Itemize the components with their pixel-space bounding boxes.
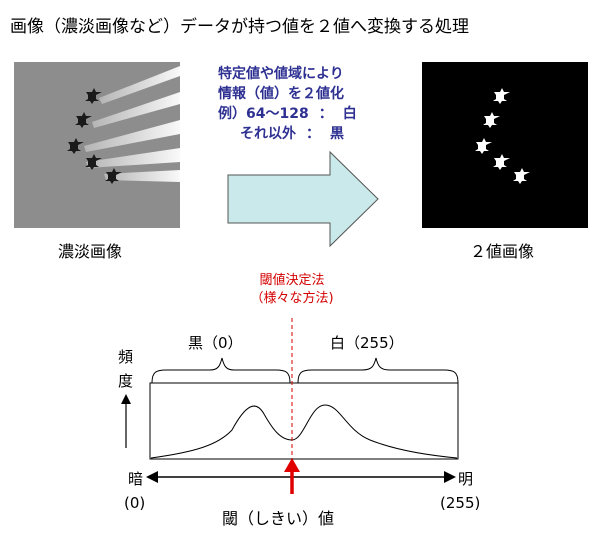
white-range-brace bbox=[297, 357, 459, 384]
x-axis-left-arrowhead bbox=[146, 471, 158, 483]
note-otherwise: それ以外 bbox=[240, 126, 296, 142]
note-colon-2: ： bbox=[306, 126, 320, 142]
histogram-curve bbox=[150, 404, 458, 459]
dark-value-label: (0) bbox=[124, 494, 146, 512]
white-range-label: 白（255） bbox=[330, 334, 404, 352]
x-axis-right-arrowhead bbox=[444, 471, 456, 483]
note-white: 白 bbox=[342, 106, 357, 122]
bright-label: 明 bbox=[458, 470, 474, 488]
page-title: 画像（濃淡画像など）データが持つ値を２値へ変換する処理 bbox=[10, 17, 469, 37]
threshold-method-line-2: （様々な方法) bbox=[250, 291, 334, 306]
black-range-label: 黒（0） bbox=[188, 334, 243, 352]
note-line-4: それ以外 ： 黒 bbox=[218, 124, 357, 144]
note-line-1: 特定値や値域により bbox=[218, 66, 344, 82]
bright-value-label: (255) bbox=[440, 494, 481, 512]
binary-photo-graphic bbox=[422, 62, 588, 228]
black-range-brace bbox=[151, 357, 291, 384]
note-black: 黒 bbox=[330, 126, 344, 142]
frequency-label-1: 頻 bbox=[118, 348, 134, 366]
grayscale-photo-graphic bbox=[14, 62, 180, 228]
threshold-arrowhead bbox=[284, 458, 300, 472]
threshold-method-line-1: 閾値決定法 bbox=[259, 273, 325, 288]
conversion-note: 特定値や値域により 情報（値）を２値化 例）64～128 ： 白 それ以外 ： … bbox=[218, 64, 357, 144]
threshold-method-label: 閾値決定法 （様々な方法) bbox=[240, 272, 344, 308]
note-colon-1: ： bbox=[318, 106, 333, 122]
note-line-3: 例）64～128 ： 白 bbox=[218, 104, 357, 124]
frequency-label-2: 度 bbox=[118, 372, 134, 390]
binary-image-caption: ２値画像 bbox=[470, 242, 535, 261]
dark-label: 暗 bbox=[128, 470, 144, 488]
y-axis-arrowhead bbox=[121, 394, 131, 404]
threshold-label: 閾（しきい）値 bbox=[222, 509, 335, 528]
conversion-arrow bbox=[227, 150, 379, 248]
grayscale-image-caption: 濃淡画像 bbox=[58, 242, 123, 261]
binary-image bbox=[422, 62, 588, 228]
note-line-2: 情報（値）を２値化 bbox=[218, 86, 344, 102]
note-example-range: 例）64～128 bbox=[218, 106, 309, 122]
grayscale-image bbox=[14, 62, 180, 228]
histogram-frame bbox=[149, 382, 459, 460]
